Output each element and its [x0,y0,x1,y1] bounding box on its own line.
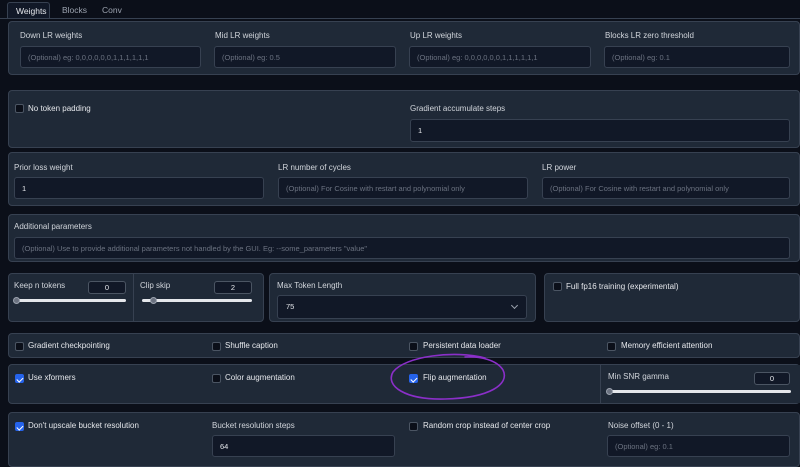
additional-params-label: Additional parameters [14,222,92,231]
no-token-padding-label: No token padding [28,104,91,113]
no-token-padding-checkbox[interactable] [15,104,24,113]
keep-tokens-label: Keep n tokens [14,281,66,290]
clip-skip-slider[interactable] [142,299,252,302]
dont-upscale-label: Don't upscale bucket resolution [28,421,139,430]
persistent-data-loader-checkbox[interactable] [409,342,418,351]
prior-loss-label: Prior loss weight [14,163,73,172]
min-snr-label: Min SNR gamma [608,372,669,381]
max-token-value: 75 [286,302,295,311]
min-snr-cell: Min SNR gamma 0 [600,365,800,403]
additional-params-input[interactable] [14,237,790,259]
dont-upscale-checkbox[interactable] [15,422,24,431]
fp16-panel: Full fp16 training (experimental) [544,273,800,322]
noise-offset-input[interactable] [607,435,790,457]
bucket-steps-input[interactable] [212,435,395,457]
down-lr-input[interactable] [20,46,201,68]
keep-tokens-slider[interactable] [16,299,126,302]
tokens-panel: Keep n tokens 0 Clip skip 2 [8,273,264,322]
clip-skip-label: Clip skip [140,281,171,290]
additional-panel: Additional parameters [8,214,800,262]
mid-lr-label: Mid LR weights [215,31,270,40]
clip-skip-number[interactable]: 2 [214,281,252,294]
keep-tokens-slider-handle[interactable] [13,297,20,304]
min-snr-number[interactable]: 0 [754,372,790,385]
annotation-circle [390,353,506,400]
min-snr-slider-handle[interactable] [606,388,613,395]
padding-panel: No token padding Gradient accumulate ste… [8,90,800,148]
persistent-data-loader-label: Persistent data loader [423,341,501,350]
lr-cycles-label: LR number of cycles [278,163,351,172]
prior-loss-input[interactable] [14,177,264,199]
lr-power-label: LR power [542,163,577,172]
clip-skip-slider-handle[interactable] [150,297,157,304]
tab-blocks[interactable]: Blocks [62,5,88,15]
gradient-accumulate-input[interactable] [410,119,790,142]
keep-tokens-number[interactable]: 0 [88,281,126,294]
tab-bar: Weights Blocks Conv [0,0,800,19]
lr-power-input[interactable] [542,177,790,199]
noise-offset-label: Noise offset (0 - 1) [608,421,674,430]
bucket-steps-label: Bucket resolution steps [212,421,295,430]
gradient-accumulate-label: Gradient accumulate steps [410,104,506,113]
lr-weights-panel: Down LR weights Mid LR weights Up LR wei… [8,21,800,75]
full-fp16-checkbox[interactable] [553,282,562,291]
color-augmentation-label: Color augmentation [225,373,295,382]
min-snr-slider[interactable] [609,390,791,393]
flip-augmentation-checkbox[interactable] [409,374,418,383]
tab-divider [0,18,800,19]
flip-augmentation-label: Flip augmentation [423,373,487,382]
lr-threshold-label: Blocks LR zero threshold [605,31,694,40]
shuffle-caption-checkbox[interactable] [212,342,221,351]
chevron-down-icon [510,301,519,310]
memory-efficient-attention-label: Memory efficient attention [621,341,713,350]
shuffle-caption-label: Shuffle caption [225,341,278,350]
gradient-checkpointing-label: Gradient checkpointing [28,341,110,350]
use-xformers-checkbox[interactable] [15,374,24,383]
bucket-panel: Don't upscale bucket resolution Bucket r… [8,412,800,467]
memory-efficient-attention-checkbox[interactable] [607,342,616,351]
lr-threshold-input[interactable] [604,46,790,68]
mid-lr-input[interactable] [214,46,396,68]
use-xformers-label: Use xformers [28,373,76,382]
gradient-checkpointing-checkbox[interactable] [15,342,24,351]
options-row-1: Gradient checkpointing Shuffle caption P… [8,333,800,358]
down-lr-label: Down LR weights [20,31,83,40]
color-augmentation-checkbox[interactable] [212,374,221,383]
tab-weights[interactable]: Weights [7,2,50,19]
up-lr-input[interactable] [409,46,591,68]
full-fp16-label: Full fp16 training (experimental) [566,282,679,291]
lr-cycles-input[interactable] [278,177,528,199]
max-token-panel: Max Token Length 75 [269,273,536,322]
tokens-divider [133,274,134,321]
max-token-label: Max Token Length [277,281,343,290]
up-lr-label: Up LR weights [410,31,463,40]
tab-conv[interactable]: Conv [102,5,122,15]
lr-schedule-panel: Prior loss weight LR number of cycles LR… [8,152,800,206]
max-token-select[interactable]: 75 [277,295,527,319]
random-crop-label: Random crop instead of center crop [423,421,551,430]
random-crop-checkbox[interactable] [409,422,418,431]
options-row-2: Use xformers Color augmentation Flip aug… [8,364,800,404]
